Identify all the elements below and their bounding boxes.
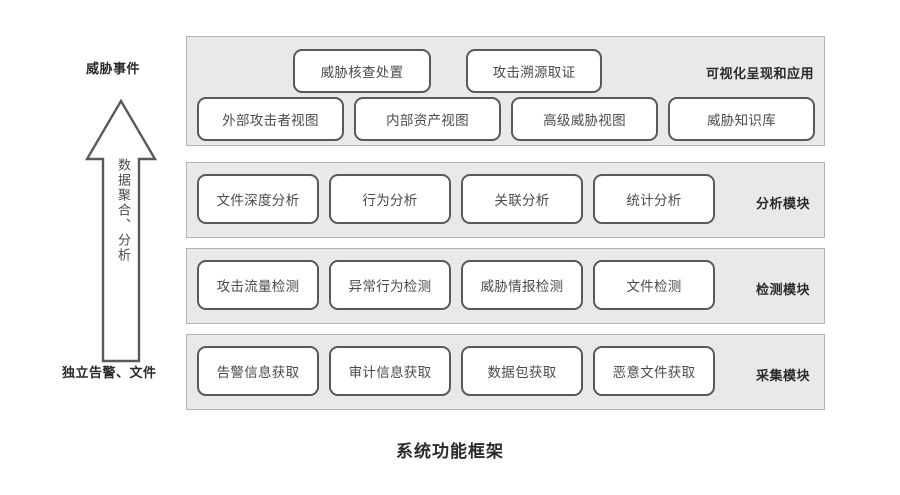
layer-label-collection: 采集模块 [755, 368, 810, 383]
module-box-attack-traceback[interactable]: 攻击溯源取证 [466, 49, 602, 93]
module-box-internal-asset-view[interactable]: 内部资产视图 [354, 97, 501, 141]
module-box-file-deep-analysis[interactable]: 文件深度分析 [197, 174, 319, 224]
layer-label-visual: 可视化呈现和应用 [705, 66, 814, 81]
module-box-malicious-file-collection[interactable]: 恶意文件获取 [593, 346, 715, 396]
layer-detection: 攻击流量检测 异常行为检测 威胁情报检测 文件检测 检测模块 [186, 248, 825, 324]
layer-label-detection: 检测模块 [755, 282, 810, 297]
module-box-statistical-analysis[interactable]: 统计分析 [593, 174, 715, 224]
module-box-threat-intelligence-detection[interactable]: 威胁情报检测 [461, 260, 583, 310]
layer-label-analysis: 分析模块 [755, 196, 810, 211]
layer-collection: 告警信息获取 审计信息获取 数据包获取 恶意文件获取 采集模块 [186, 334, 825, 410]
arrow-up-icon [84, 98, 158, 363]
layer-analysis: 文件深度分析 行为分析 关联分析 统计分析 分析模块 [186, 162, 825, 238]
module-box-anomaly-behavior-detection[interactable]: 异常行为检测 [329, 260, 451, 310]
module-box-advanced-threat-view[interactable]: 高级威胁视图 [511, 97, 658, 141]
module-box-file-detection[interactable]: 文件检测 [593, 260, 715, 310]
flow-top-label: 威胁事件 [86, 61, 141, 76]
module-box-attack-traffic-detection[interactable]: 攻击流量检测 [197, 260, 319, 310]
module-box-audit-info-collection[interactable]: 审计信息获取 [329, 346, 451, 396]
module-box-packet-collection[interactable]: 数据包获取 [461, 346, 583, 396]
flow-bottom-label: 独立告警、文件 [62, 365, 157, 380]
module-box-correlation-analysis[interactable]: 关联分析 [461, 174, 583, 224]
arrow-vertical-label: 数据聚合、分析 [116, 158, 131, 263]
layer-visual: 威胁核查处置 攻击溯源取证 外部攻击者视图 内部资产视图 高级威胁视图 威胁知识… [186, 36, 825, 146]
module-box-threat-knowledge-base[interactable]: 威胁知识库 [668, 97, 815, 141]
module-box-external-attacker-view[interactable]: 外部攻击者视图 [197, 97, 344, 141]
module-box-alert-info-collection[interactable]: 告警信息获取 [197, 346, 319, 396]
diagram-caption: 系统功能框架 [396, 442, 504, 461]
module-box-behavior-analysis[interactable]: 行为分析 [329, 174, 451, 224]
data-flow-arrow-up [83, 97, 159, 365]
module-box-threat-verification[interactable]: 威胁核查处置 [293, 49, 431, 93]
